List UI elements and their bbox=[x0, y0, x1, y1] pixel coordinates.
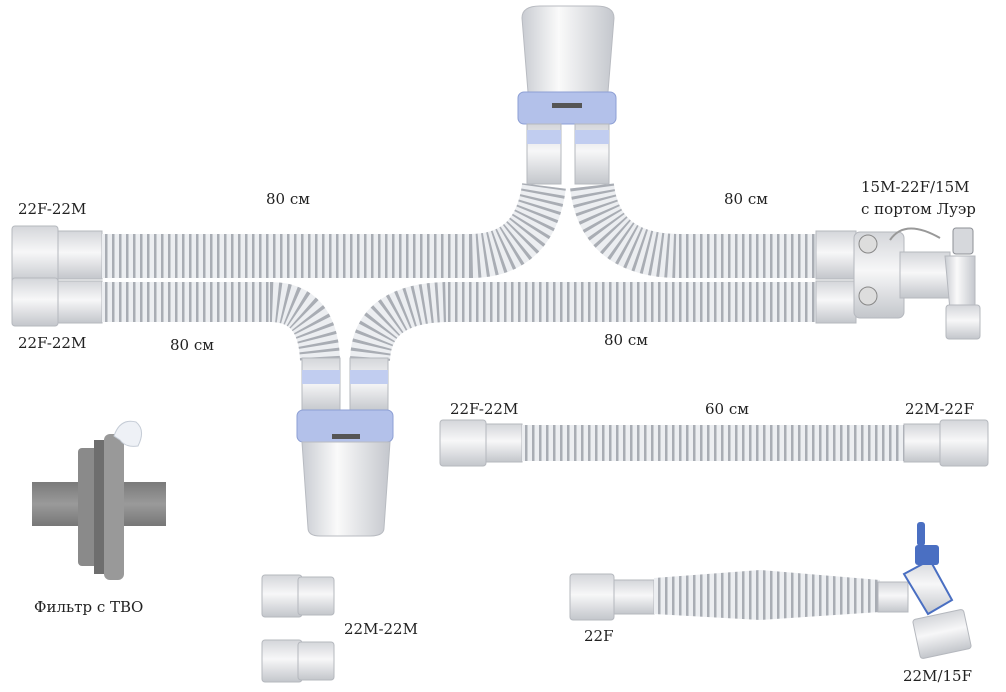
filter-hme bbox=[32, 420, 166, 580]
label-catheter-right: 22M/15F bbox=[903, 667, 972, 685]
adapter-22m-22m-bottom bbox=[261, 639, 335, 683]
lower-water-trap bbox=[296, 357, 394, 537]
upper-water-trap bbox=[517, 5, 617, 185]
label-tube60-length: 60 см bbox=[705, 400, 749, 418]
label-lower-right-length: 80 см bbox=[604, 331, 648, 349]
upper-tube bbox=[11, 182, 857, 285]
label-ypiece-line1: 15M-22F/15M bbox=[861, 178, 970, 196]
label-adapters: 22M-22M bbox=[344, 620, 418, 638]
label-lower-left-length: 80 см bbox=[170, 336, 214, 354]
label-catheter-left: 22F bbox=[584, 627, 614, 645]
label-upper-right-length: 80 см bbox=[724, 190, 768, 208]
label-upper-left-length: 80 см bbox=[266, 190, 310, 208]
label-tube60-right: 22M-22F bbox=[905, 400, 974, 418]
lower-tube bbox=[11, 277, 857, 362]
label-lower-left-connector: 22F-22M bbox=[18, 334, 86, 352]
y-piece-luer-port bbox=[853, 227, 981, 340]
label-filter: Фильтр с ТВО bbox=[34, 598, 143, 616]
label-tube60-left: 22F-22M bbox=[450, 400, 518, 418]
tube-60cm bbox=[439, 419, 989, 467]
adapter-22m-22m-top bbox=[261, 574, 335, 618]
label-ypiece-line2: с портом Луэр bbox=[861, 200, 976, 218]
catheter-mount bbox=[569, 522, 972, 659]
label-upper-left-connector: 22F-22M bbox=[18, 200, 86, 218]
